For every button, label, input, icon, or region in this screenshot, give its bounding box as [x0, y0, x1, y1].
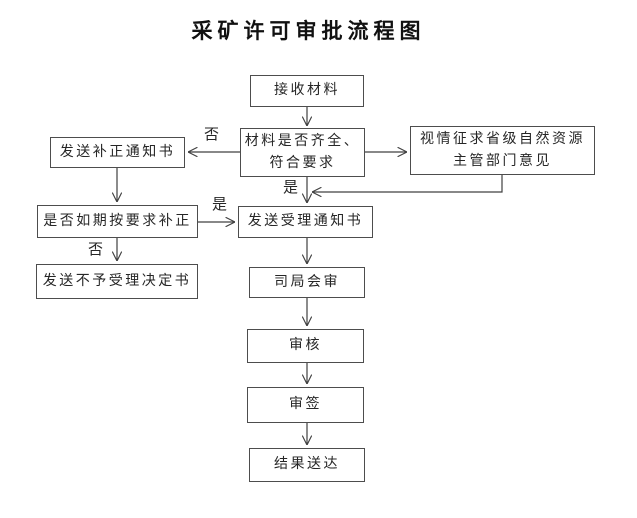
node-review: 审核	[247, 329, 364, 363]
node-sign-approval: 审签	[247, 387, 364, 423]
edge-label-check-no: 否	[204, 127, 220, 143]
edge-label-supplement-no: 否	[88, 242, 104, 258]
node-supplement-on-time: 是否如期按要求补正	[37, 205, 198, 238]
node-check-materials: 材料是否齐全、 符合要求	[240, 128, 365, 177]
node-send-supplement-notice: 发送补正通知书	[50, 137, 185, 168]
edge-label-supplement-yes: 是	[212, 197, 228, 213]
node-receive-materials: 接收材料	[250, 75, 364, 107]
node-send-acceptance-notice: 发送受理通知书	[238, 206, 373, 238]
edge-consult-to-accept	[312, 175, 503, 192]
node-consult-provincial: 视情征求省级自然资源 主管部门意见	[410, 126, 595, 175]
node-deliver-result: 结果送达	[249, 448, 365, 482]
node-send-rejection-decision: 发送不予受理决定书	[36, 264, 198, 299]
edge-label-check-yes: 是	[283, 180, 299, 196]
node-department-joint-review: 司局会审	[249, 267, 365, 298]
page-title: 采矿许可审批流程图	[191, 20, 426, 43]
